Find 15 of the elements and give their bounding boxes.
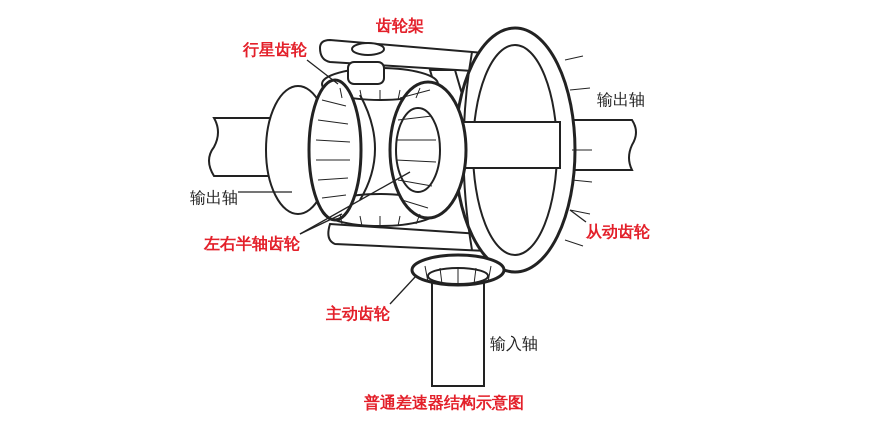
caption: 普通差速器结构示意图 (364, 393, 524, 413)
leader-line (306, 59, 338, 85)
callout-label: 输出轴 (190, 188, 238, 208)
leader-line (300, 213, 342, 235)
part-label: 输出轴 (597, 90, 645, 110)
leader-line (570, 209, 586, 223)
part-label: 输入轴 (490, 334, 538, 354)
callout-label: 行星齿轮 (243, 40, 307, 60)
callout-label: 主动齿轮 (326, 304, 390, 324)
leader-line (238, 191, 292, 193)
part-label: 齿轮架 (376, 16, 424, 36)
leader-line (300, 171, 410, 235)
leader-line (390, 276, 416, 304)
callout-label: 左右半轴齿轮 (204, 234, 300, 254)
callout-label: 从动齿轮 (586, 222, 650, 242)
